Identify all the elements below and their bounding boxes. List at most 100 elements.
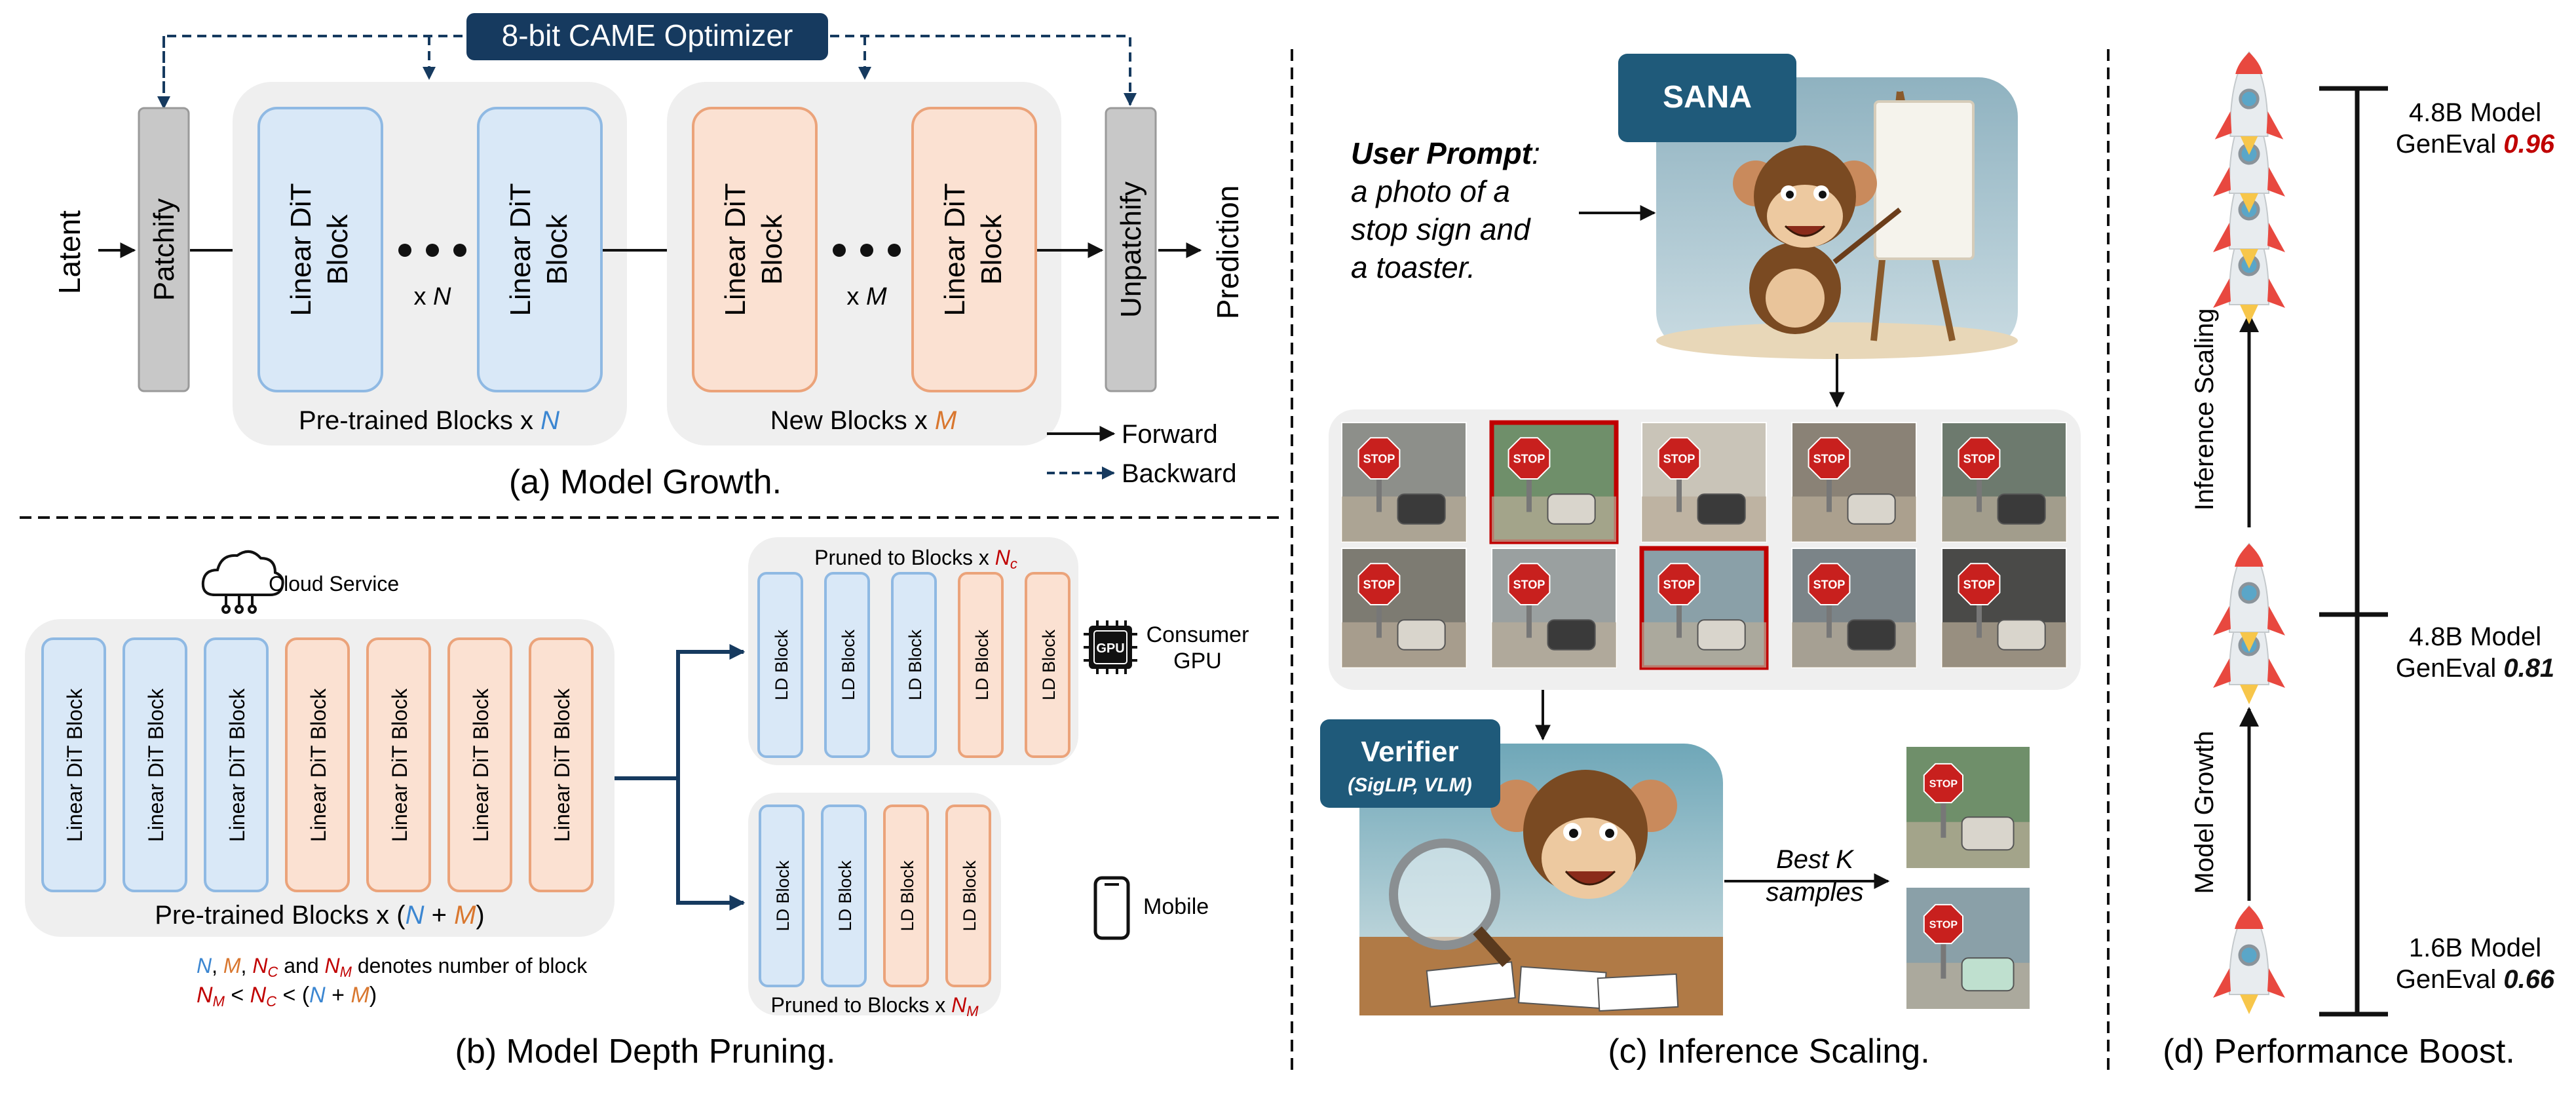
rocket-stack xyxy=(2213,51,2285,1014)
mobile-pruned-panel xyxy=(748,793,1001,1015)
svg-text:GPU: GPU xyxy=(1096,641,1124,656)
linear-dit-block-new: Linear DiT Block xyxy=(447,637,512,892)
verifier-label: Verifier xyxy=(1361,736,1458,768)
ld-block: LD Block xyxy=(821,805,867,987)
cloud-service-label: Cloud Service xyxy=(269,572,399,596)
svg-text:GenEval 0.96: GenEval 0.96 xyxy=(2396,130,2555,159)
block-label-line1: Linear DiT xyxy=(504,183,537,316)
prompt-line: stop sign and xyxy=(1351,212,1531,246)
legend-forward-label: Forward xyxy=(1122,420,1218,449)
unpatchify-block xyxy=(1105,107,1157,392)
unpatchify-label: Unpatchify xyxy=(1115,181,1147,318)
notation-note-1: N, M, NC and NM denotes number of block xyxy=(197,954,588,980)
pretrained-block-row: Linear DiT Block Linear DiT Block Linear D… xyxy=(41,637,594,892)
rocket-icon xyxy=(2214,51,2284,155)
ld-block: LD Block xyxy=(1025,572,1070,758)
model-growth-label: Model Growth xyxy=(2190,731,2219,894)
svg-text:GenEval 0.81: GenEval 0.81 xyxy=(2396,654,2554,683)
ld-block: LD Block xyxy=(757,572,803,758)
linear-dit-block xyxy=(257,107,383,392)
ld-block: LD Block xyxy=(891,572,937,758)
block-label-line1: Linear DiT xyxy=(939,183,971,316)
best-k-label-1: Best K xyxy=(1776,845,1855,874)
svg-text:Linear DiT Block: Linear DiT Block xyxy=(63,688,86,842)
optimizer-backward-lines xyxy=(157,35,1137,109)
rocket-icon xyxy=(2213,905,2285,1014)
best-sample-image: STOP xyxy=(1906,888,2030,1009)
caption-b: (b) Model Depth Pruning. xyxy=(455,1032,836,1070)
ld-block: LD Block xyxy=(759,805,805,987)
sample-image: STOP xyxy=(1791,422,1917,542)
ld-block: LD Block xyxy=(824,572,870,758)
best-k-label-2: samples xyxy=(1766,878,1864,907)
pruned-m-caption: Pruned to Blocks x NM xyxy=(770,993,979,1019)
linear-dit-block-new: Linear DiT Block xyxy=(285,637,350,892)
block-label-line1: Linear DiT xyxy=(285,183,317,316)
xM-label: x M xyxy=(846,283,887,311)
linear-dit-block-pretrained: Linear DiT Block xyxy=(41,637,106,892)
patchify-block xyxy=(138,107,190,392)
pruning-branch-arrows xyxy=(615,644,746,911)
sample-image: STOP xyxy=(1341,548,1467,668)
prediction-label: Prediction xyxy=(1211,185,1245,320)
verifier-sublabel: (SigLIP, VLM) xyxy=(1348,774,1471,796)
svg-text:STOP: STOP xyxy=(1663,578,1695,592)
sample-image: STOP xyxy=(1791,548,1917,668)
svg-text:LD Block: LD Block xyxy=(960,860,979,932)
svg-text:STOP: STOP xyxy=(1929,920,1958,931)
sample-image: STOP xyxy=(1341,422,1467,542)
block-label-line1: Linear DiT xyxy=(719,183,751,316)
sana-label: SANA xyxy=(1663,80,1752,115)
svg-text:Linear DiT Block: Linear DiT Block xyxy=(225,688,249,842)
consumer-gpu-label-1: Consumer xyxy=(1146,622,1249,647)
svg-text:Linear DiT Block: Linear DiT Block xyxy=(144,688,168,842)
ellipsis-dots xyxy=(398,244,466,257)
pruned-c-caption: Pruned to Blocks x Nc xyxy=(814,546,1017,572)
svg-text:LD Block: LD Block xyxy=(972,629,992,700)
notation-note-2: NM < NC < (N + M) xyxy=(197,983,377,1010)
sample-image: STOP xyxy=(1641,422,1767,542)
section-model-growth: 8-bit CAME Optimizer Latent Patchify Lin… xyxy=(52,13,1245,501)
block-label-line2: Block xyxy=(322,214,354,285)
new-blocks-caption: New Blocks x M xyxy=(770,406,957,435)
consumer-block-row: LD Block LD Block LD Block LD Block LD Block xyxy=(757,572,1070,758)
linear-dit-block-new xyxy=(911,107,1037,392)
user-prompt-heading: User Prompt: xyxy=(1351,136,1540,170)
mobile-phone-icon xyxy=(1093,876,1130,940)
ellipsis-dots xyxy=(833,244,901,257)
caption-c: (c) Inference Scaling. xyxy=(1608,1032,1929,1070)
ld-block: LD Block xyxy=(945,805,991,987)
svg-text:4.8B Model: 4.8B Model xyxy=(2409,622,2541,651)
caption-d: (d) Performance Boost. xyxy=(2163,1032,2515,1070)
optimizer-label: 8-bit CAME Optimizer xyxy=(502,18,793,52)
linear-dit-block-pretrained: Linear DiT Block xyxy=(204,637,269,892)
best-k-images: STOP STOP xyxy=(1906,747,2030,1009)
svg-text:4.8B Model: 4.8B Model xyxy=(2409,98,2541,127)
svg-text:LD Block: LD Block xyxy=(839,629,858,700)
block-label-line2: Block xyxy=(541,214,573,285)
sana-badge xyxy=(1618,54,1796,142)
svg-text:STOP: STOP xyxy=(1963,578,1996,592)
svg-text:1.6B Model: 1.6B Model xyxy=(2409,934,2541,962)
caption-a: (a) Model Growth. xyxy=(509,463,782,501)
svg-text:Linear DiT Block: Linear DiT Block xyxy=(307,688,330,842)
svg-text:LD Block: LD Block xyxy=(835,860,855,932)
svg-text:STOP: STOP xyxy=(1813,578,1846,592)
ld-block: LD Block xyxy=(883,805,929,987)
mobile-label: Mobile xyxy=(1143,894,1209,919)
svg-text:STOP: STOP xyxy=(1813,453,1846,466)
linear-dit-block-pretrained: Linear DiT Block xyxy=(123,637,187,892)
sample-image: STOP xyxy=(1491,548,1617,668)
performance-bracket xyxy=(2319,86,2388,1017)
svg-text:STOP: STOP xyxy=(1929,779,1958,790)
legend-backward-label: Backward xyxy=(1122,459,1237,488)
inference-scaling-label: Inference Scaling xyxy=(2190,308,2219,510)
sample-image-selected: STOP xyxy=(1489,420,1619,544)
